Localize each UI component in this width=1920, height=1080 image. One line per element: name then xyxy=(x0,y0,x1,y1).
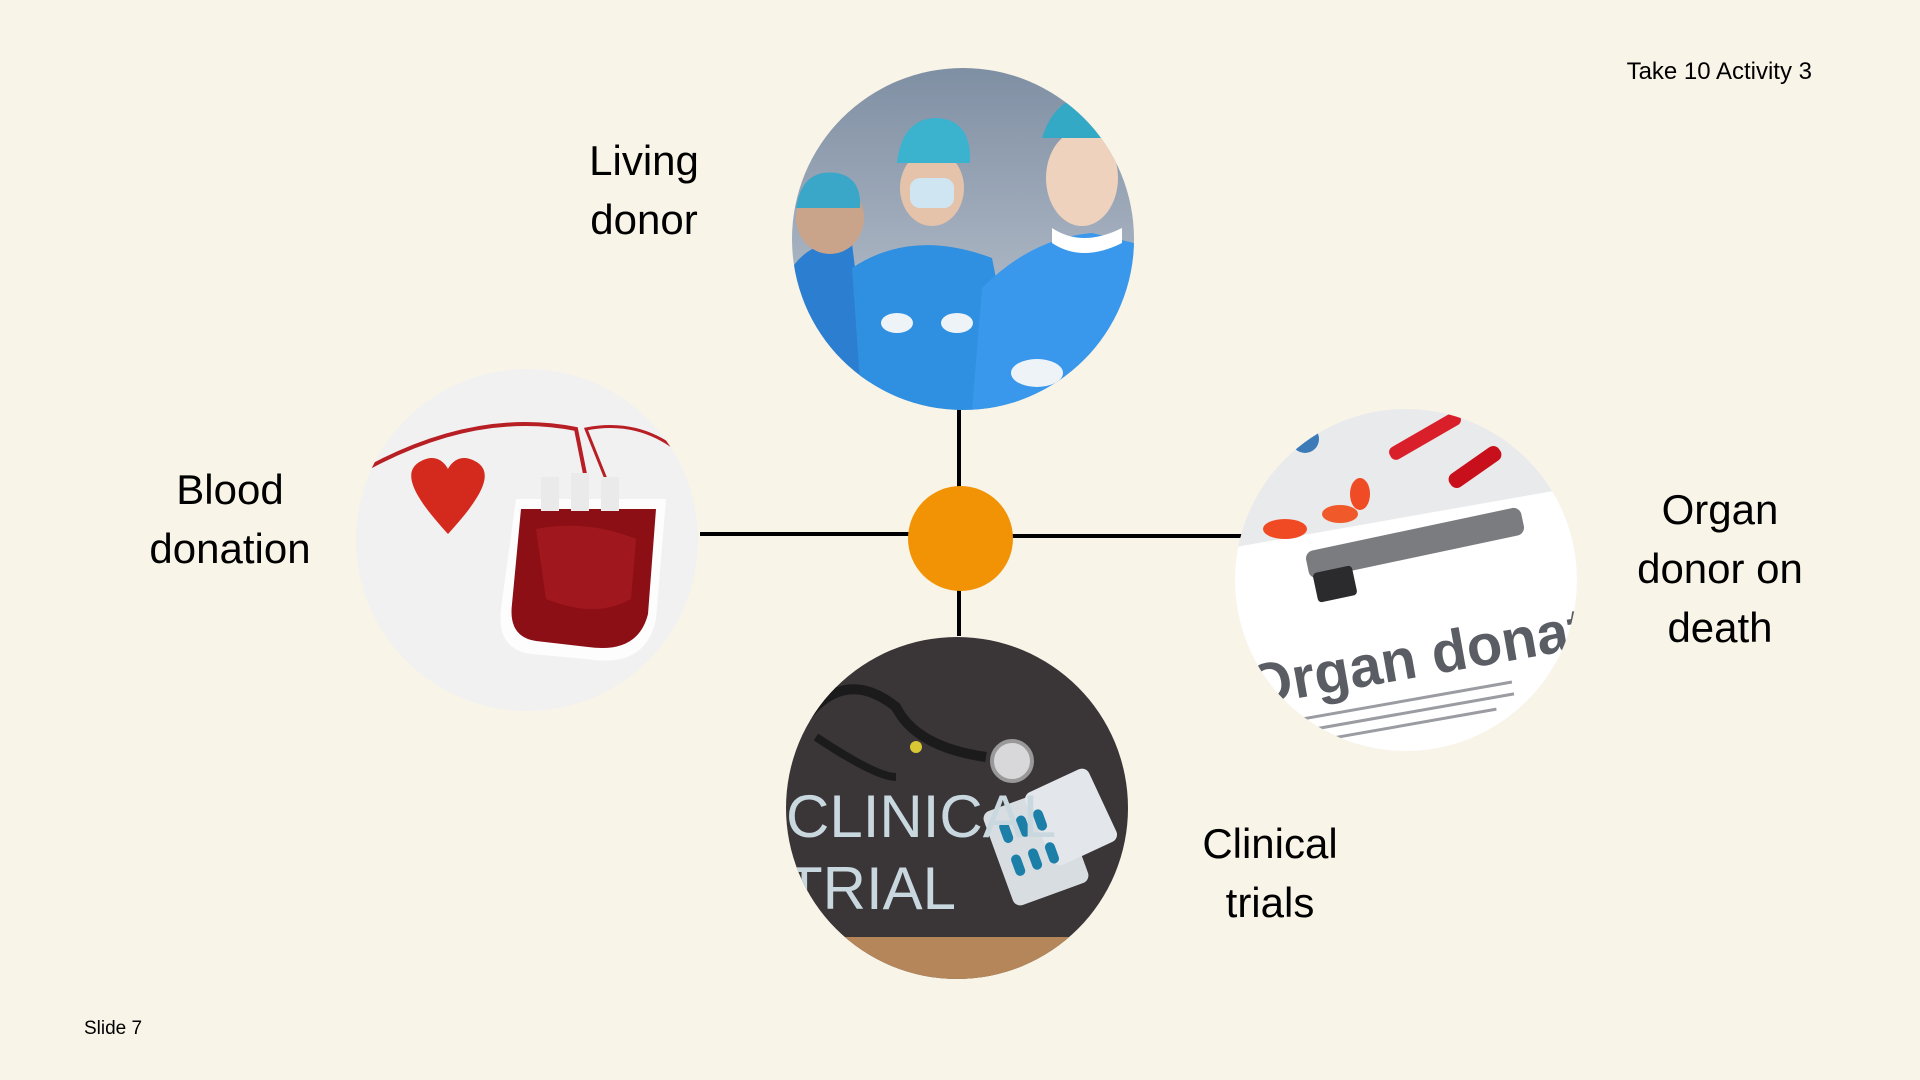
slide-header: Take 10 Activity 3 xyxy=(1626,58,1812,85)
clinical-trials-image: CLINICAL TRIAL xyxy=(786,637,1128,979)
connector-line-bottom xyxy=(957,588,961,636)
connector-line-left xyxy=(700,532,910,536)
trial-chalk-text: TRIAL xyxy=(786,855,956,922)
slide-number: Slide 7 xyxy=(84,1018,143,1039)
label-living-donor: Living donor xyxy=(589,137,699,243)
clipboard-icon: Organ donation xyxy=(1235,409,1577,751)
connector-line-top xyxy=(957,408,961,490)
blood-bag-icon xyxy=(356,369,698,711)
living-donor-image xyxy=(792,68,1134,410)
clinical-chalk-text: CLINICAL xyxy=(786,783,1056,850)
organ-donor-image: Organ donation xyxy=(1235,409,1577,751)
label-organ-donor: Organ donor on death xyxy=(1637,486,1803,651)
surgeons-icon xyxy=(792,68,1134,410)
blood-donation-image xyxy=(356,369,698,711)
label-blood-donation: Blood donation xyxy=(149,466,311,572)
label-clinical-trials: Clinical trials xyxy=(1202,820,1338,926)
connector-line-right xyxy=(1011,534,1242,538)
hub-circle xyxy=(908,486,1013,591)
chalkboard-icon: CLINICAL TRIAL xyxy=(786,637,1128,979)
